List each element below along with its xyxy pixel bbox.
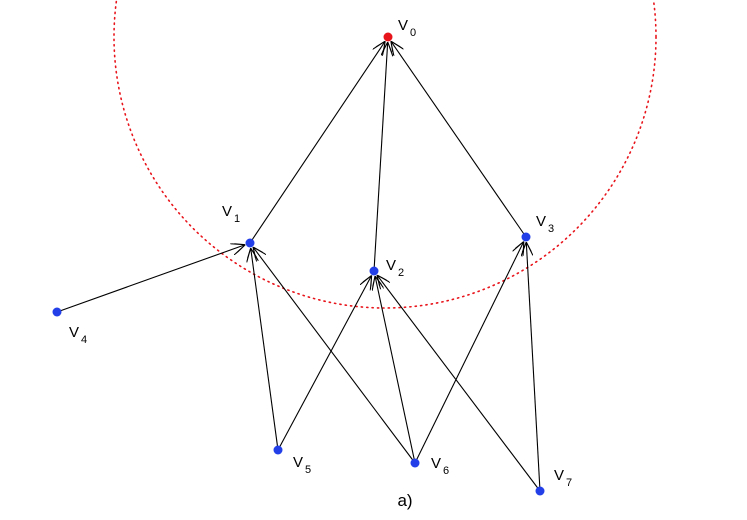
node-label-letter: V	[69, 324, 79, 341]
node-dot-v6	[410, 458, 420, 468]
node-label-letter: V	[536, 213, 546, 230]
edge-v7-to-v2	[378, 276, 541, 492]
node-dot-v1	[245, 238, 255, 248]
node-dot-v7	[535, 486, 545, 496]
node-label-index: 1	[234, 213, 240, 225]
edge-v6-to-v2	[375, 277, 416, 464]
edge-v5-to-v2	[277, 276, 371, 451]
edge-v5-to-v1	[251, 249, 279, 451]
node-label-letter: V	[386, 257, 396, 274]
figure-caption: a)	[397, 491, 412, 510]
edge-v6-to-v1	[254, 248, 416, 464]
node-label-index: 5	[305, 464, 311, 476]
edge-v1-to-v0	[249, 42, 385, 244]
node-label-letter: V	[398, 17, 408, 34]
node-dot-v0	[383, 32, 393, 42]
edge-v3-to-v0	[391, 42, 527, 238]
node-label-index: 4	[81, 334, 87, 346]
edge-v2-to-v0	[373, 43, 388, 272]
node-label-letter: V	[431, 455, 441, 472]
node-label-index: 0	[410, 27, 416, 39]
edge-v6-to-v3	[414, 242, 523, 464]
node-dot-v3	[521, 232, 531, 242]
node-label-index: 3	[548, 223, 554, 235]
node-dot-v2	[369, 266, 379, 276]
edges-layer	[56, 42, 541, 492]
node-label-letter: V	[293, 454, 303, 471]
node-label-letter: V	[222, 203, 232, 220]
edge-v7-to-v3	[526, 243, 541, 492]
node-label-letter: V	[554, 467, 564, 484]
node-label-index: 2	[398, 267, 404, 279]
transmission-range-circle	[113, 0, 657, 309]
node-label-index: 7	[566, 477, 572, 489]
edge-v4-to-v1	[56, 245, 244, 313]
node-label-index: 6	[443, 465, 449, 477]
node-dot-v4	[52, 307, 62, 317]
node-dot-v5	[273, 445, 283, 455]
